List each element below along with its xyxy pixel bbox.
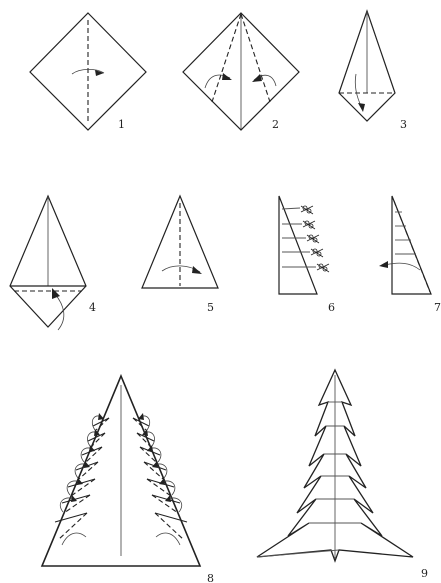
- step-5: 5: [142, 196, 218, 314]
- step-1-number: 1: [118, 118, 125, 131]
- step-7: 7: [379, 196, 441, 314]
- step-1: 1: [30, 13, 146, 131]
- step-8-number: 8: [207, 572, 214, 583]
- step-2-number: 2: [272, 118, 279, 131]
- step-4: 4: [10, 196, 96, 330]
- step-2: 2: [183, 13, 299, 131]
- step-7-arrowhead: [379, 261, 388, 268]
- step-8: 8: [42, 376, 214, 583]
- step-6-number: 6: [328, 301, 335, 314]
- step-6: 6: [279, 196, 335, 314]
- step-5-triangle: [142, 196, 218, 288]
- step-9: 9: [257, 370, 428, 580]
- step-4-number: 4: [89, 301, 96, 314]
- step-5-number: 5: [207, 301, 214, 314]
- step-3-number: 3: [400, 118, 407, 131]
- step-3: 3: [339, 11, 407, 131]
- step-9-number: 9: [421, 567, 428, 580]
- step-7-number: 7: [434, 301, 441, 314]
